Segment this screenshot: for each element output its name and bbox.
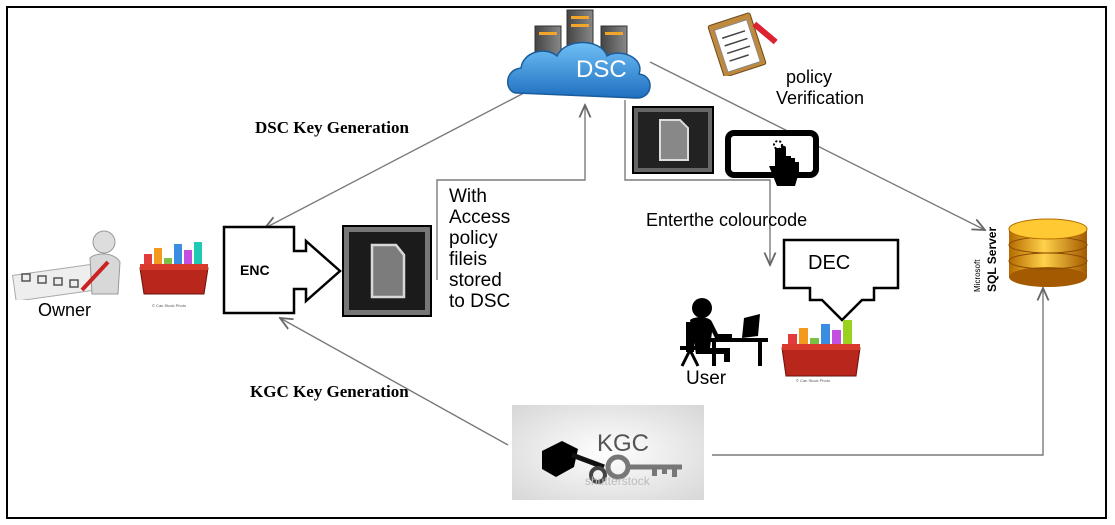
owner-folder-chart-icon [139, 242, 209, 295]
stored-note-line: Access [449, 207, 511, 228]
arrow-dsc-to-dec [624, 100, 770, 265]
enter-colour-code-label: Enterthe colourcode [646, 210, 808, 230]
clipboard-checklist-icon [707, 12, 778, 76]
dsc-cloud-server-icon [507, 9, 651, 99]
dec-label: DEC [808, 252, 851, 274]
user-folder-watermark: © Can Stock Photo [796, 378, 831, 383]
arrow-kgc-to-sql [712, 288, 1043, 456]
kgc-key-generation-label: KGC Key Generation [250, 382, 409, 401]
arrow-stored-to-dsc [436, 105, 585, 280]
document-file-icon [632, 106, 714, 174]
sql-server-label: SQL Server [985, 226, 999, 292]
user-folder-chart-icon [781, 320, 861, 377]
dsc-label: DSC [576, 56, 627, 83]
policy-label-line1: policy [786, 67, 833, 87]
user-label: User [686, 368, 727, 389]
stored-note-line: to DSC [449, 291, 511, 312]
encrypted-file-icon [342, 225, 432, 317]
kgc-keys-icon [512, 405, 704, 500]
arrow-dsc-to-enc [265, 81, 546, 228]
stored-note-line: fileis [449, 249, 488, 270]
stored-note-line: stored [449, 270, 502, 291]
owner-person-writing-icon [12, 230, 121, 300]
policy-label-line2: Verification [776, 88, 865, 108]
diagram-frame [6, 6, 1107, 519]
user-at-computer-icon [680, 298, 768, 367]
database-icon [1008, 218, 1088, 287]
owner-label: Owner [38, 300, 92, 320]
kgc-image-watermark: shutterstock [585, 474, 650, 488]
sql-brand-label: Microsoft [973, 259, 982, 292]
stored-note-line: With [449, 186, 487, 207]
dsc-key-generation-label: DSC Key Generation [255, 118, 409, 137]
owner-folder-watermark: © Can Stock Photo [152, 303, 187, 308]
dec-arrow-box [782, 238, 900, 322]
tablet-touch-icon [725, 130, 819, 186]
stored-note: With Access policy fileis stored to DSC [449, 186, 510, 312]
enc-arrow-box [222, 225, 342, 315]
enc-label: ENC [240, 262, 270, 278]
stored-note-line: policy [449, 228, 498, 249]
kgc-label: KGC [597, 430, 650, 457]
arrow-kgc-to-enc [280, 318, 509, 446]
